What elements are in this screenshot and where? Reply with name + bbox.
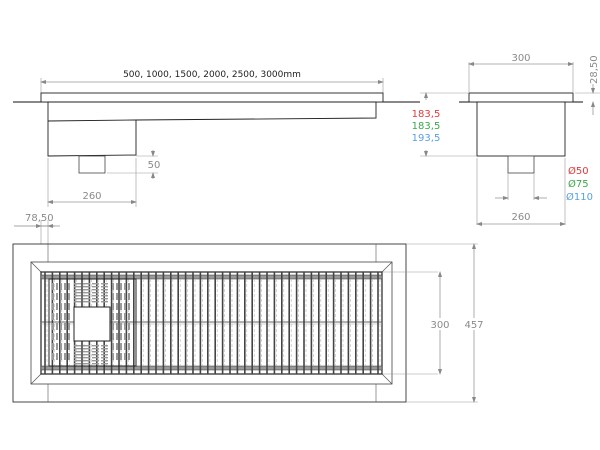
perforated-sump-cover: [52, 283, 130, 365]
depth-label-110: 193,5: [412, 133, 441, 144]
sump-width-label: 260: [82, 191, 101, 202]
inner-width-label: 300: [430, 320, 449, 331]
plan-view: 78,50 300: [12, 213, 486, 403]
side-view: 500, 1000, 1500, 2000, 2500, 3000mm 50 2…: [13, 70, 410, 207]
flange-height-label: 28,50: [589, 55, 600, 84]
outer-width-label: 457: [464, 320, 483, 331]
length-label: 500, 1000, 1500, 2000, 2500, 3000mm: [123, 70, 301, 80]
outlet-height-label: 50: [148, 160, 161, 171]
diameter-label-75: Ø75: [568, 178, 589, 190]
offset-label: 78,50: [25, 213, 54, 224]
body-width-label: 260: [511, 212, 530, 223]
depth-label-75: 183,5: [412, 121, 441, 132]
diameter-label-110: Ø110: [566, 191, 593, 203]
diameter-label-50: Ø50: [568, 165, 589, 177]
end-view: 300 28,50 183,5 183,5 193,5 Ø50 Ø75 Ø110: [400, 53, 600, 226]
grate-width-label: 300: [511, 53, 530, 64]
depth-label-50: 183,5: [412, 109, 441, 120]
